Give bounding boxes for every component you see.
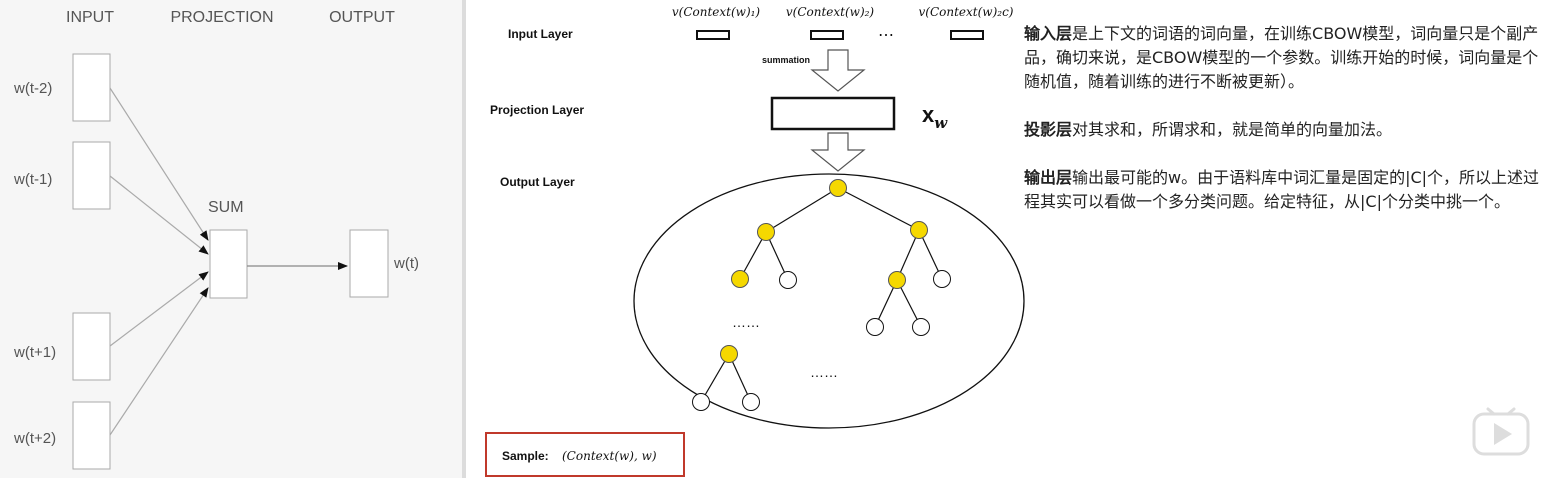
summation-arrow (810, 49, 866, 92)
tree-node-lr (779, 271, 797, 289)
play-button[interactable] (1470, 405, 1532, 457)
connection-1 (109, 87, 209, 241)
note-output-layer-text: 输出最可能的w。由于语料库中词汇量是固定的|C|个，所以上述过程其实可以看做一个… (1024, 168, 1540, 211)
note-input-layer-term: 输入层 (1024, 24, 1073, 43)
sample-box (485, 432, 685, 477)
input-label-4: w(t+2) (13, 430, 56, 447)
header-projection: PROJECTION (170, 9, 273, 26)
output-label: w(t) (393, 255, 419, 272)
connection-3 (109, 271, 209, 347)
tree-node-root (829, 179, 847, 197)
output-layer-label: Output Layer (500, 175, 575, 189)
header-output: OUTPUT (329, 9, 395, 26)
input-box-2 (72, 141, 111, 210)
input-label-1: w(t-2) (13, 80, 52, 97)
output-ellipse (633, 173, 1025, 429)
note-output-layer: 输出层输出最可能的w。由于语料库中词汇量是固定的|C|个，所以上述过程其实可以看… (1024, 166, 1554, 214)
input-layer-label: Input Layer (508, 27, 573, 41)
note-projection-layer-text: 对其求和，所谓求和，就是简单的向量加法。 (1072, 120, 1393, 139)
note-input-layer-text: 是上下文的词语的词向量，在训练CBOW模型，词向量只是个副产品，确切来说，是CB… (1024, 24, 1539, 91)
play-icon (1472, 407, 1530, 456)
sample-value: (Context(w), w) (562, 449, 657, 463)
projection-vector (770, 96, 896, 131)
input-label-2: w(t-1) (13, 171, 52, 188)
connection-4 (109, 287, 209, 436)
projection-box (209, 229, 248, 299)
context-vector-1: v(Context(w)₁) (672, 5, 761, 19)
input-vector-2c (950, 30, 984, 40)
tree-node-r (910, 221, 928, 239)
hierarchical-svg: Input Layer Projection Layer Output Laye… (485, 5, 1025, 477)
output-box (349, 229, 389, 298)
sum-label: SUM (208, 199, 244, 216)
input-box-1 (72, 53, 111, 122)
tree-node-sub-r (742, 393, 760, 411)
cbow-simple-diagram: INPUT PROJECTION OUTPUT w(t-2) w(t-1) w(… (0, 0, 462, 478)
input-box-3 (72, 312, 111, 381)
cbow-simple-svg: INPUT PROJECTION OUTPUT w(t-2) w(t-1) w(… (13, 9, 419, 470)
tree-node-l (757, 223, 775, 241)
tree-node-rl (888, 271, 906, 289)
input-label-3: w(t+1) (13, 344, 56, 361)
projection-arrow (810, 132, 866, 172)
tree-node-ll (731, 270, 749, 288)
note-projection-layer: 投影层对其求和，所谓求和，就是简单的向量加法。 (1024, 118, 1554, 142)
xw-main: x (922, 102, 935, 127)
xw-label: xw (922, 102, 948, 132)
note-output-layer-term: 输出层 (1024, 168, 1073, 187)
tree-node-sub-l (692, 393, 710, 411)
tree-node-sub (720, 345, 738, 363)
tree-node-rll (866, 318, 884, 336)
context-vector-2c: v(Context(w)₂c) (919, 5, 1014, 19)
hierarchical-softmax-diagram: Input Layer Projection Layer Output Laye… (466, 0, 1565, 478)
input-ellipsis: ⋯ (878, 27, 894, 44)
tree-node-rlr (912, 318, 930, 336)
sample-label: Sample: (502, 449, 549, 463)
panel-separator (462, 0, 466, 478)
connection-2 (109, 175, 209, 255)
header-input: INPUT (66, 9, 114, 26)
input-box-4 (72, 401, 111, 470)
tree-ellipsis-left: …… (732, 314, 760, 330)
context-vector-2: v(Context(w)₂) (786, 5, 875, 19)
note-projection-layer-term: 投影层 (1024, 120, 1073, 139)
note-input-layer: 输入层是上下文的词语的词向量，在训练CBOW模型，词向量只是个副产品，确切来说，… (1024, 22, 1554, 94)
input-vector-1 (696, 30, 730, 40)
projection-layer-label: Projection Layer (490, 103, 584, 117)
tree-ellipsis-right: …… (810, 364, 838, 380)
explanation-notes: 输入层是上下文的词语的词向量，在训练CBOW模型，词向量只是个副产品，确切来说，… (1024, 22, 1554, 238)
tree-node-rr (933, 270, 951, 288)
xw-subscript: w (934, 114, 948, 132)
summation-label: summation (762, 55, 810, 65)
input-vector-2 (810, 30, 844, 40)
